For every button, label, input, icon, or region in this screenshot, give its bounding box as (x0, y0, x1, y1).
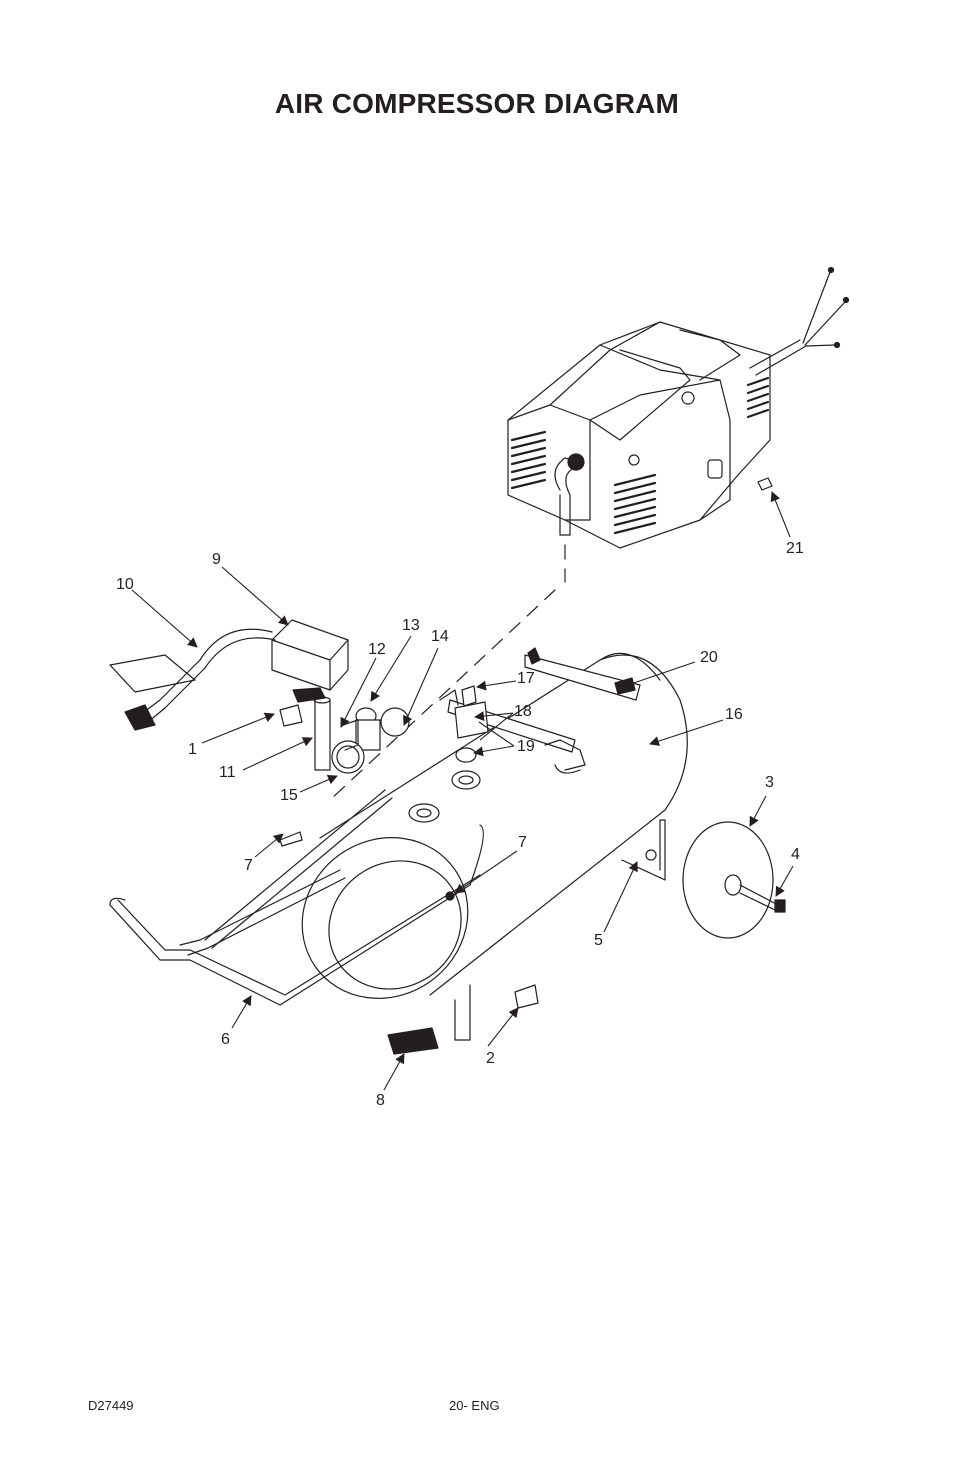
callout-7a: 7 (244, 857, 253, 874)
callout-13: 13 (402, 617, 420, 634)
screw-7a (279, 831, 303, 847)
callout-20: 20 (700, 649, 718, 666)
callout-6: 6 (221, 1031, 230, 1048)
pressure-switch (109, 619, 349, 771)
screw-7b (445, 891, 455, 901)
callout-4: 4 (791, 846, 800, 863)
callout-11: 11 (219, 764, 236, 781)
callout-21: 21 (786, 540, 804, 557)
callout-5: 5 (594, 932, 603, 949)
document-code: D27449 (88, 1398, 134, 1413)
callout-10: 10 (116, 576, 134, 593)
wheel (682, 821, 786, 939)
callout-1: 1 (188, 741, 197, 758)
callout-18: 18 (514, 703, 532, 720)
callout-9: 9 (212, 551, 221, 568)
callout-15: 15 (280, 787, 298, 804)
callout-12: 12 (368, 641, 386, 658)
page-title: AIR COMPRESSOR DIAGRAM (274, 88, 680, 119)
callout-3: 3 (765, 774, 774, 791)
fittings (439, 685, 586, 774)
leader-lines (131, 491, 794, 1091)
drain-valve-2 (514, 984, 539, 1009)
callout-17: 17 (517, 670, 535, 687)
callout-2: 2 (486, 1050, 495, 1067)
callout-14: 14 (431, 628, 449, 645)
label-8 (387, 1027, 439, 1055)
callout-19: 19 (517, 738, 535, 755)
page-number: 20- ENG (449, 1398, 500, 1413)
callout-7b: 7 (518, 834, 527, 851)
handle (109, 789, 484, 1006)
regulator-assembly (331, 707, 410, 774)
callout-16: 16 (725, 706, 743, 723)
callout-8: 8 (376, 1092, 385, 1109)
motor-housing (507, 266, 850, 549)
